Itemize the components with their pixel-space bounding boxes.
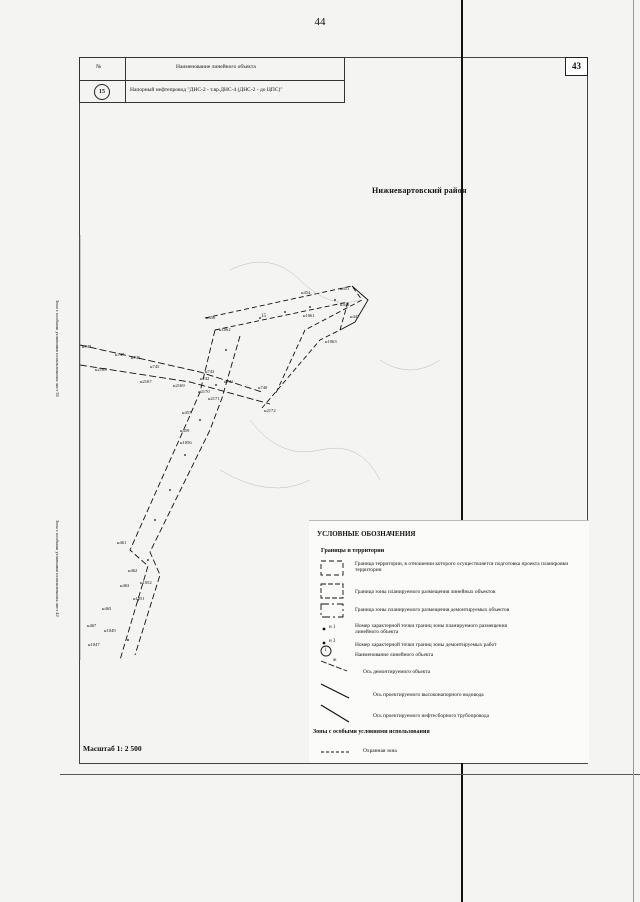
map-object-label: 15 <box>261 314 266 319</box>
legend-symbol-demont-zone <box>320 603 344 618</box>
map-point-label: н740 <box>258 385 268 390</box>
legend-item-territory: Граница территории, в отношении которого… <box>355 561 569 573</box>
header-col-name: Наименование линейного объекта <box>176 64 256 70</box>
map-point-label: н742 <box>200 376 210 381</box>
map-point-label: н2170 <box>198 389 210 394</box>
scan-line-right-edge <box>633 0 634 902</box>
zone-boundary-upper-outer <box>204 285 363 396</box>
map-point-label: н743 <box>205 369 215 374</box>
map-point-label: н1049 <box>104 628 116 633</box>
legend-item-axis-dem: Ось демонтируемого объекта <box>363 669 431 675</box>
map-point-label: н451 <box>340 286 350 291</box>
legend-item-axis-oil: Ось проектируемого нефтесборного трубопр… <box>373 713 490 719</box>
legend-section-borders: Границы и территории <box>321 548 385 554</box>
map-point-label: н741 <box>224 379 234 384</box>
map-point-label: н1052 <box>140 580 152 585</box>
legend-symbol-zone <box>320 583 344 599</box>
legend-item-object-name: Наименование линейного объекта <box>355 652 434 658</box>
header-table: № Наименование линейного объекта 15 Напо… <box>79 57 345 103</box>
map-point-label: н454 <box>301 290 311 295</box>
legend-symbol-territory <box>320 560 344 576</box>
header-row-name: Напорный нефтепровод "ДНС-2 - т.вр.ДНС-4… <box>130 87 283 93</box>
legend-item-point-number: Номер характерной точки границ зоны план… <box>355 623 507 635</box>
legend-symbol-point-label: н 1 <box>329 625 336 630</box>
map-point-label: н748 <box>82 344 92 349</box>
map-point-label: н461 <box>117 540 127 545</box>
zone-boundary-corridor-left <box>119 329 216 661</box>
map-point-label: н463 <box>120 583 130 588</box>
map-point-label: н2169 <box>173 383 185 388</box>
map-point-label: н746 <box>131 355 141 360</box>
crossing-line-top <box>79 344 263 393</box>
map-point-label: н465 <box>102 606 112 611</box>
map-point-label: н745 <box>150 364 160 369</box>
legend-symbol-dem-label: н 3 <box>329 639 336 644</box>
legend-item-protect-zone: Охранная зона <box>363 748 397 754</box>
legend-symbol-axis-oil <box>320 704 350 723</box>
header-col-number: № <box>96 64 102 70</box>
map-point-label: н747 <box>115 352 125 357</box>
map-point-label: н448 <box>340 302 350 307</box>
scale-label: Масштаб 1: 2 500 <box>83 744 142 753</box>
map-point-label: н1056 <box>180 440 192 445</box>
map-point-label: н462 <box>128 568 138 573</box>
map-point-label: н1062 <box>219 327 231 332</box>
map-point-label: н459 <box>180 428 190 433</box>
legend-title: УСЛОВНЫЕ ОБОЗНАЧЕНИЯ <box>317 530 416 538</box>
legend-item-dem-point: Номер характерной точки границ зоны демо… <box>355 642 497 648</box>
map-point-label: н2172 <box>264 408 276 413</box>
header-divider-horizontal <box>80 80 344 81</box>
scan-line-horizontal <box>60 774 640 775</box>
map-point-label: н467 <box>87 623 97 628</box>
zone-boundary-right-tip <box>339 285 369 331</box>
sheet-number-box: 43 <box>565 57 588 76</box>
map-point-label: н2167 <box>140 379 152 384</box>
legend-item-demont-zone: Граница зоны планируемого размещения дем… <box>355 607 510 613</box>
legend-symbol-axis-dem <box>320 660 348 672</box>
crossing-line-bottom <box>79 364 271 405</box>
legend-symbol-axis-water <box>320 683 350 699</box>
header-row-number: 15 <box>94 84 110 100</box>
map-point-label: н2165 <box>95 367 107 372</box>
map-point-label: н1063 <box>325 339 337 344</box>
legend: УСЛОВНЫЕ ОБОЗНАЧЕНИЯ Границы и территори… <box>309 520 589 763</box>
map-point-label: н456 <box>206 315 216 320</box>
legend-item-axis-water: Ось проектируемого высоконапорного водов… <box>373 692 484 698</box>
map-point-label: н1047 <box>88 642 100 647</box>
map-point-label: н1051 <box>133 596 145 601</box>
page-number: 44 <box>314 16 326 28</box>
zone-boundary-upper-inner <box>214 301 349 409</box>
legend-symbols <box>320 560 350 753</box>
map-point-label: н2171 <box>208 396 220 401</box>
map-side-label-bottom: Зона с особыми условиями использования л… <box>55 520 60 617</box>
legend-symbol-axis-label: ж <box>333 658 337 663</box>
legend-symbol-name-label: 1 <box>324 648 327 653</box>
legend-section-zones: Зоны с особыми условиями использования <box>313 729 430 735</box>
zone-boundary-corridor-right <box>134 335 241 656</box>
legend-item-zone: Граница зоны планируемого размещения лин… <box>355 589 496 595</box>
map-point-label: н447 <box>350 314 360 319</box>
map-point-label: н1061 <box>303 313 315 318</box>
map-side-label-top: Зона с особыми условиями использования л… <box>55 300 60 397</box>
scan-line-vertical <box>461 0 463 902</box>
map-point-label: н457 <box>182 410 192 415</box>
district-label: Нижневартовский район <box>372 186 467 195</box>
